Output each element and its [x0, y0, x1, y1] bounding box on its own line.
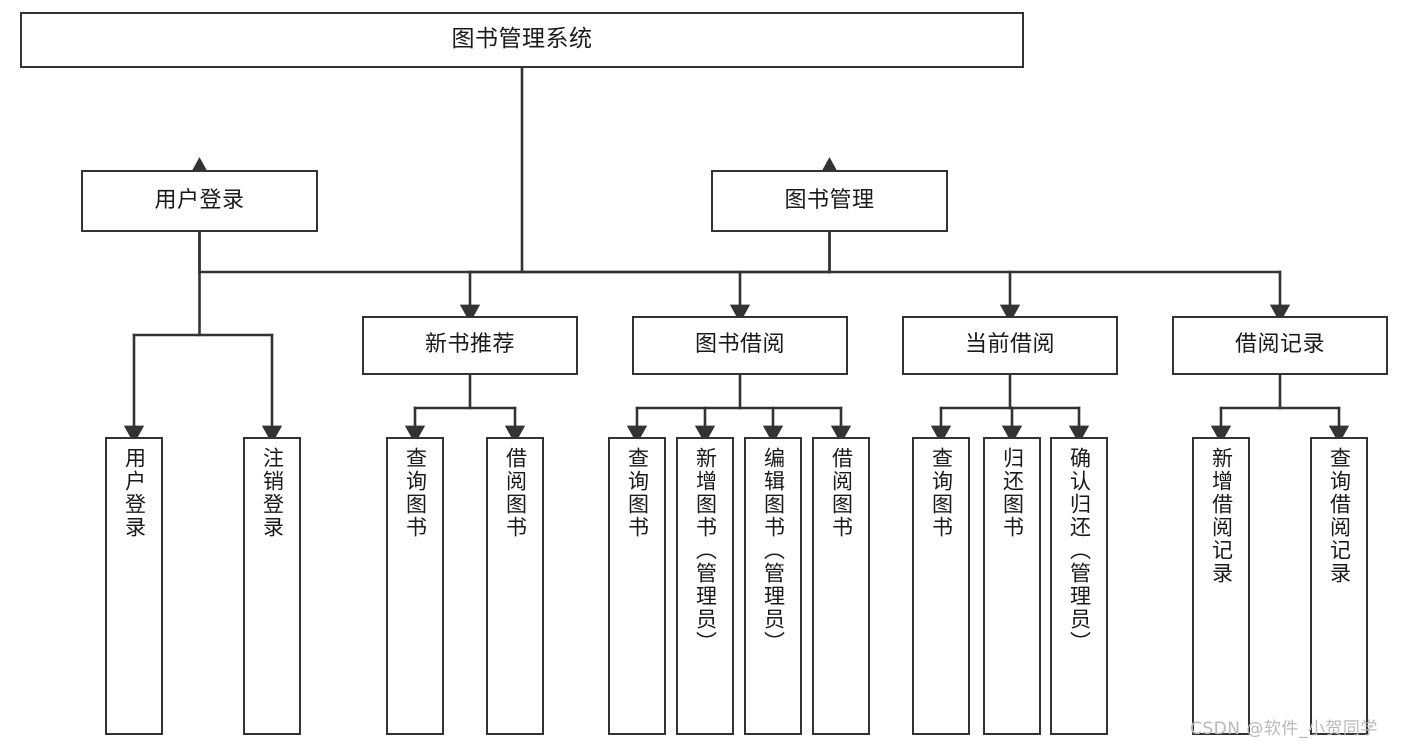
node-book-management[interactable]: 图书管理	[711, 170, 948, 232]
node-leaf-query-borrow-record[interactable]: 查询借阅记录	[1310, 437, 1368, 735]
node-leaf-add-book-admin[interactable]: 新增图书（管理员）	[676, 437, 734, 735]
node-new-book-recommend-label: 新书推荐	[424, 332, 515, 358]
node-leaf-user-logout[interactable]: 注销登录	[243, 437, 301, 735]
node-leaf-user-logout-label: 注销登录	[260, 447, 285, 539]
node-leaf-new-borrow-book-label: 借阅图书	[503, 447, 528, 539]
node-leaf-add-borrow-record-label: 新增借阅记录	[1209, 447, 1234, 585]
node-leaf-user-login[interactable]: 用户登录	[105, 437, 163, 735]
node-leaf-query-borrow-record-label: 查询借阅记录	[1327, 447, 1352, 585]
node-book-borrow[interactable]: 图书借阅	[632, 316, 848, 375]
node-leaf-add-borrow-record[interactable]: 新增借阅记录	[1192, 437, 1250, 735]
node-new-book-recommend[interactable]: 新书推荐	[362, 316, 578, 375]
node-leaf-new-borrow-book[interactable]: 借阅图书	[486, 437, 544, 735]
node-leaf-borrow-book-label: 借阅图书	[829, 447, 854, 539]
node-current-borrow-label: 当前借阅	[964, 332, 1055, 358]
node-book-management-label: 图书管理	[784, 187, 875, 213]
node-leaf-edit-book-admin-label: 编辑图书（管理员）	[761, 447, 786, 654]
node-root[interactable]: 图书管理系统	[20, 12, 1024, 68]
node-leaf-add-book-admin-label: 新增图书（管理员）	[693, 447, 718, 654]
node-leaf-new-query-book-label: 查询图书	[403, 447, 428, 539]
node-user-login[interactable]: 用户登录	[81, 170, 318, 232]
node-leaf-return-book[interactable]: 归还图书	[983, 437, 1041, 735]
node-leaf-return-book-label: 归还图书	[1000, 447, 1025, 539]
node-leaf-borrow-query-book-label: 查询图书	[625, 447, 650, 539]
node-root-label: 图书管理系统	[451, 26, 593, 53]
node-leaf-new-query-book[interactable]: 查询图书	[386, 437, 444, 735]
node-leaf-user-login-label: 用户登录	[122, 447, 147, 539]
node-leaf-current-query-book-label: 查询图书	[929, 447, 954, 539]
node-borrow-records-label: 借阅记录	[1234, 332, 1325, 358]
csdn-watermark: CSDN @软件_小贺同学	[1190, 719, 1378, 739]
node-leaf-borrow-query-book[interactable]: 查询图书	[608, 437, 666, 735]
node-user-login-label: 用户登录	[154, 187, 245, 213]
node-leaf-borrow-book[interactable]: 借阅图书	[812, 437, 870, 735]
node-leaf-edit-book-admin[interactable]: 编辑图书（管理员）	[744, 437, 802, 735]
node-book-borrow-label: 图书借阅	[694, 332, 785, 358]
node-borrow-records[interactable]: 借阅记录	[1172, 316, 1388, 375]
node-leaf-confirm-return-admin[interactable]: 确认归还（管理员）	[1050, 437, 1108, 735]
node-current-borrow[interactable]: 当前借阅	[902, 316, 1118, 375]
node-leaf-current-query-book[interactable]: 查询图书	[912, 437, 970, 735]
node-leaf-confirm-return-admin-label: 确认归还（管理员）	[1067, 447, 1092, 654]
